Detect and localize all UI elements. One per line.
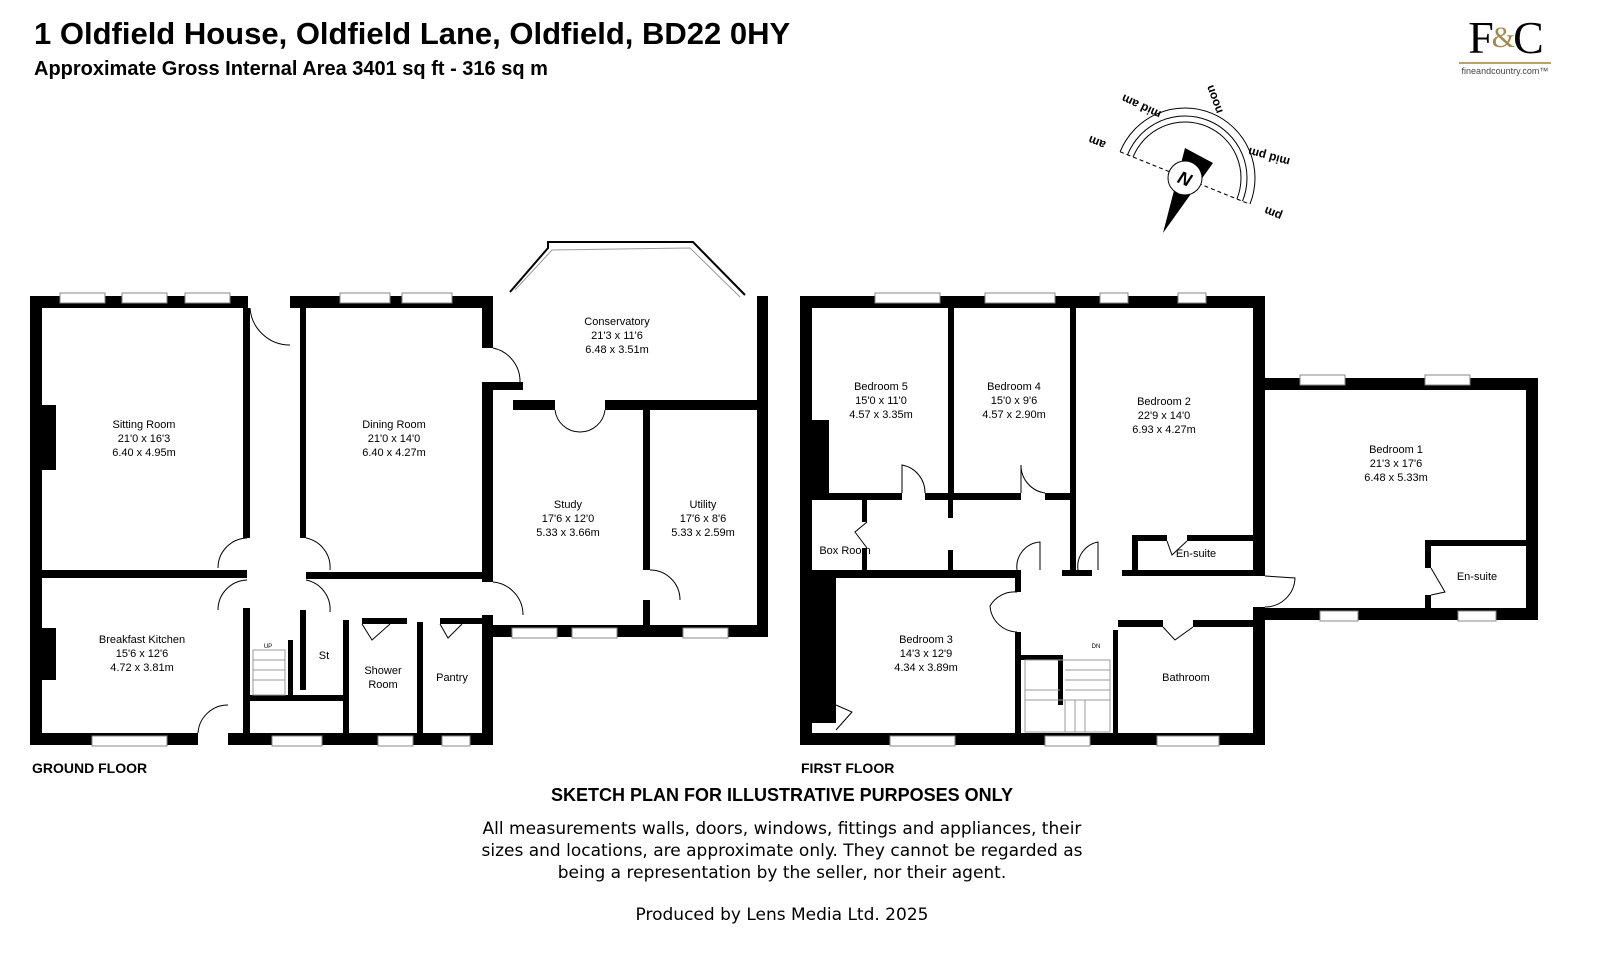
compass-label-noon: noon	[1203, 83, 1226, 115]
room-ensuite-bedroom-1: En-suite	[1456, 571, 1498, 583]
room-box-room: Box Room	[819, 545, 871, 557]
ground-floor-windows	[59, 292, 729, 747]
stairs-down-label: DN	[1092, 644, 1101, 650]
logo-letter-f: F	[1468, 12, 1494, 63]
ground-floor-stairs	[252, 649, 286, 696]
logo-letter-c: C	[1513, 12, 1544, 63]
compass-label-am: am	[1086, 133, 1107, 152]
compass-label-mid-pm: mid pm	[1247, 145, 1292, 170]
logo-ampersand: &	[1491, 21, 1515, 54]
fine-and-country-logo: F&C fineandcountry.com™	[1455, 14, 1555, 76]
compass-label-pm: pm	[1262, 204, 1284, 224]
room-bathroom: Bathroom	[1162, 672, 1210, 684]
first-floor-windows	[874, 292, 1497, 747]
disclaimer-line-1: All measurements walls, doors, windows, …	[482, 819, 1082, 839]
room-ensuite-bedroom-2: En-suite	[1175, 548, 1217, 560]
produced-by-credit: Produced by Lens Media Ltd. 2025	[635, 905, 929, 925]
ground-floor-doors	[197, 307, 681, 734]
logo-url: fineandcountry.com™	[1461, 66, 1549, 76]
first-floor-walls	[800, 296, 1538, 745]
ground-floor-label: GROUND FLOOR	[32, 760, 148, 776]
disclaimer-line-2: sizes and locations, are approximate onl…	[481, 841, 1083, 861]
room-cupboard: C	[819, 711, 827, 723]
room-shower-room: Shower Room	[364, 665, 402, 691]
compass-rose: am pm mid am noon mid pm N	[1086, 83, 1292, 233]
room-store: St	[318, 650, 330, 662]
property-address-title: 1 Oldfield House, Oldfield Lane, Oldfiel…	[34, 16, 791, 51]
disclaimer-line-3: being a representation by the seller, no…	[557, 863, 1007, 883]
stairs-up-label: UP	[264, 644, 272, 650]
first-floor-label: FIRST FLOOR	[801, 760, 895, 776]
room-pantry: Pantry	[436, 672, 468, 684]
conservatory-bay	[509, 241, 746, 298]
disclaimer-heading: SKETCH PLAN FOR ILLUSTRATIVE PURPOSES ON…	[550, 785, 1014, 805]
first-floor-stairs	[1024, 659, 1111, 733]
compass-label-mid-am: mid am	[1119, 91, 1163, 121]
logo-rule	[1459, 62, 1551, 64]
first-floor-doors	[835, 464, 1446, 731]
gross-internal-area: Approximate Gross Internal Area 3401 sq …	[34, 58, 548, 80]
